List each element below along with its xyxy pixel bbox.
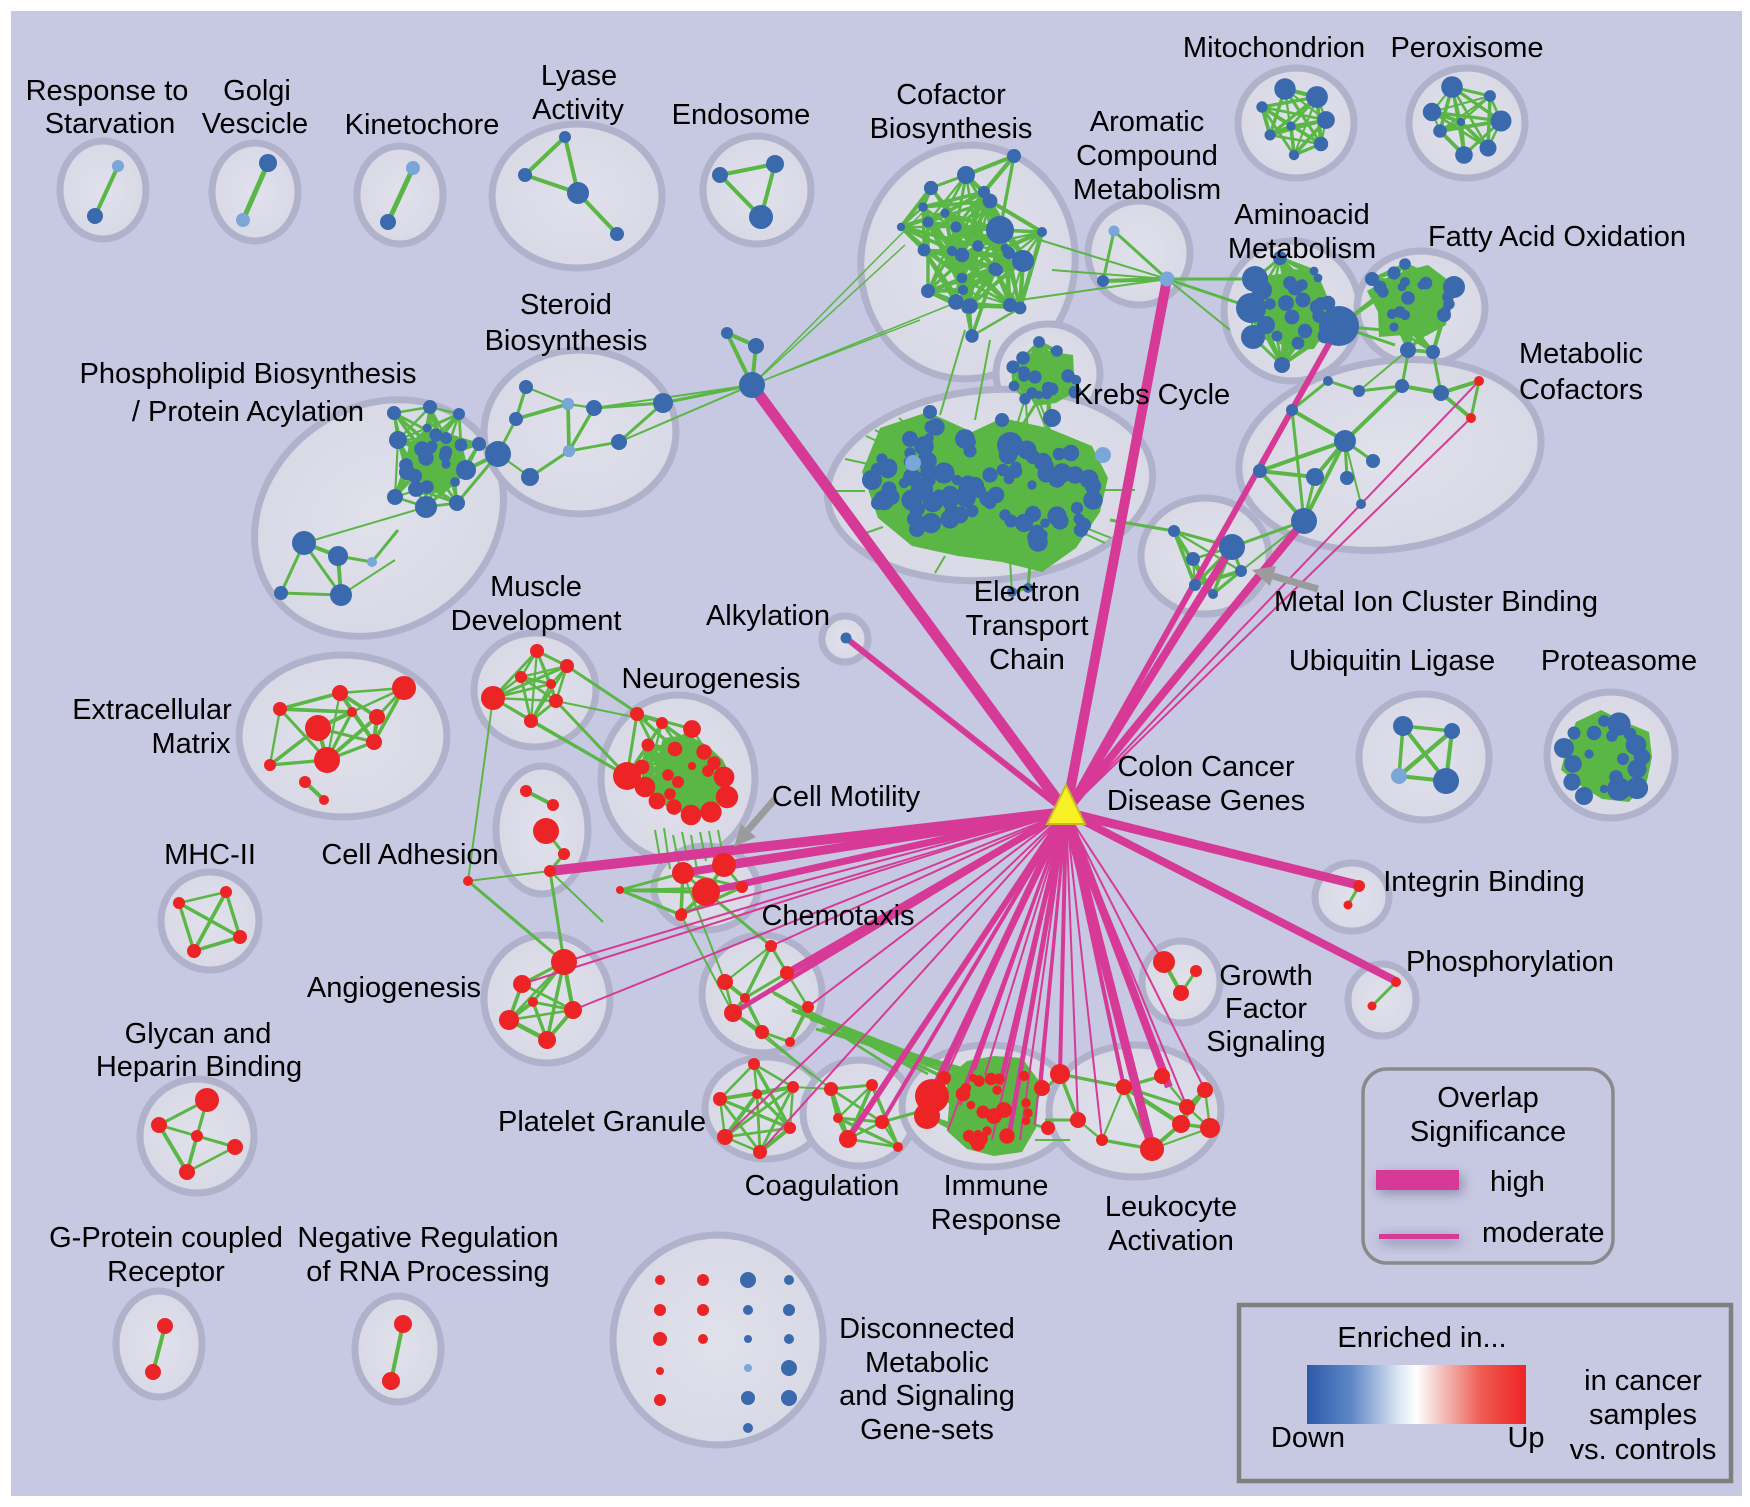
svg-text:Cofactors: Cofactors: [1519, 374, 1643, 406]
svg-text:Colon Cancer: Colon Cancer: [1117, 751, 1295, 783]
svg-text:Phosphorylation: Phosphorylation: [1406, 946, 1614, 978]
svg-text:Activation: Activation: [1108, 1225, 1234, 1257]
svg-text:Metabolism: Metabolism: [1073, 174, 1221, 206]
svg-text:Signaling: Signaling: [1206, 1026, 1325, 1058]
svg-text:Metabolism: Metabolism: [1228, 233, 1376, 265]
svg-text:/ Protein Acylation: / Protein Acylation: [132, 396, 364, 428]
svg-text:Extracellular: Extracellular: [72, 694, 232, 726]
svg-text:Mitochondrion: Mitochondrion: [1183, 32, 1365, 64]
svg-text:Response: Response: [931, 1204, 1062, 1236]
svg-text:high: high: [1490, 1166, 1545, 1198]
svg-text:in cancer: in cancer: [1584, 1365, 1702, 1397]
svg-text:Lyase: Lyase: [541, 60, 617, 92]
svg-text:Golgi: Golgi: [223, 75, 291, 107]
svg-text:Heparin Binding: Heparin Binding: [96, 1051, 302, 1083]
svg-text:Metal Ion Cluster Binding: Metal Ion Cluster Binding: [1274, 586, 1598, 618]
svg-text:Transport: Transport: [965, 610, 1088, 642]
svg-text:Peroxisome: Peroxisome: [1390, 32, 1543, 64]
svg-text:Cell Motility: Cell Motility: [772, 781, 921, 813]
svg-text:Leukocyte: Leukocyte: [1105, 1191, 1237, 1223]
svg-text:Fatty Acid Oxidation: Fatty Acid Oxidation: [1428, 221, 1686, 253]
svg-text:Negative Regulation: Negative Regulation: [297, 1222, 558, 1254]
svg-text:Immune: Immune: [944, 1170, 1049, 1202]
svg-text:Up: Up: [1507, 1422, 1544, 1454]
svg-text:Electron: Electron: [974, 576, 1080, 608]
svg-text:Kinetochore: Kinetochore: [345, 109, 500, 141]
svg-text:Development: Development: [451, 605, 622, 637]
svg-text:Angiogenesis: Angiogenesis: [307, 972, 481, 1004]
svg-text:MHC-II: MHC-II: [164, 839, 256, 871]
svg-text:Steroid: Steroid: [520, 289, 612, 321]
svg-text:Starvation: Starvation: [45, 108, 176, 140]
svg-text:Metabolic: Metabolic: [1519, 338, 1643, 370]
svg-text:Overlap: Overlap: [1437, 1082, 1539, 1114]
svg-text:Biosynthesis: Biosynthesis: [485, 325, 648, 357]
svg-text:Glycan and: Glycan and: [125, 1018, 272, 1050]
svg-text:Aromatic: Aromatic: [1090, 106, 1204, 138]
svg-text:Chemotaxis: Chemotaxis: [761, 900, 914, 932]
svg-text:Krebs Cycle: Krebs Cycle: [1074, 379, 1230, 411]
svg-text:Response to: Response to: [26, 75, 189, 107]
svg-text:Factor: Factor: [1225, 993, 1308, 1025]
svg-text:Cell Adhesion: Cell Adhesion: [321, 839, 498, 871]
svg-text:Platelet Granule: Platelet Granule: [498, 1106, 706, 1138]
svg-text:Disease Genes: Disease Genes: [1107, 785, 1305, 817]
svg-text:Vescicle: Vescicle: [202, 108, 308, 140]
svg-text:of RNA Processing: of RNA Processing: [306, 1256, 549, 1288]
svg-text:Metabolic: Metabolic: [865, 1347, 989, 1379]
svg-text:samples: samples: [1589, 1399, 1697, 1431]
svg-text:Growth: Growth: [1219, 960, 1312, 992]
svg-text:Matrix: Matrix: [152, 728, 231, 760]
svg-text:Alkylation: Alkylation: [706, 600, 830, 632]
svg-text:Integrin Binding: Integrin Binding: [1383, 866, 1585, 898]
svg-text:G-Protein coupled: G-Protein coupled: [49, 1222, 283, 1254]
svg-text:Neurogenesis: Neurogenesis: [622, 663, 801, 695]
svg-text:Gene-sets: Gene-sets: [860, 1414, 994, 1446]
svg-text:and Signaling: and Signaling: [839, 1380, 1015, 1412]
svg-text:Compound: Compound: [1076, 140, 1218, 172]
svg-text:Aminoacid: Aminoacid: [1234, 199, 1369, 231]
svg-text:Proteasome: Proteasome: [1541, 645, 1697, 677]
svg-text:moderate: moderate: [1482, 1217, 1605, 1249]
svg-text:Muscle: Muscle: [490, 571, 582, 603]
svg-text:Coagulation: Coagulation: [745, 1170, 900, 1202]
svg-text:Cofactor: Cofactor: [896, 79, 1006, 111]
svg-text:Down: Down: [1271, 1422, 1345, 1454]
svg-text:vs. controls: vs. controls: [1570, 1434, 1717, 1466]
svg-text:Endosome: Endosome: [672, 99, 811, 131]
svg-text:Biosynthesis: Biosynthesis: [870, 113, 1033, 145]
svg-text:Phospholipid Biosynthesis: Phospholipid Biosynthesis: [80, 358, 417, 390]
svg-text:Activity: Activity: [532, 94, 624, 126]
svg-text:Disconnected: Disconnected: [839, 1313, 1015, 1345]
svg-text:Receptor: Receptor: [107, 1256, 225, 1288]
svg-text:Significance: Significance: [1410, 1116, 1566, 1148]
svg-text:Ubiquitin Ligase: Ubiquitin Ligase: [1289, 645, 1495, 677]
svg-text:Chain: Chain: [989, 644, 1065, 676]
svg-text:Enriched in...: Enriched in...: [1337, 1322, 1506, 1354]
